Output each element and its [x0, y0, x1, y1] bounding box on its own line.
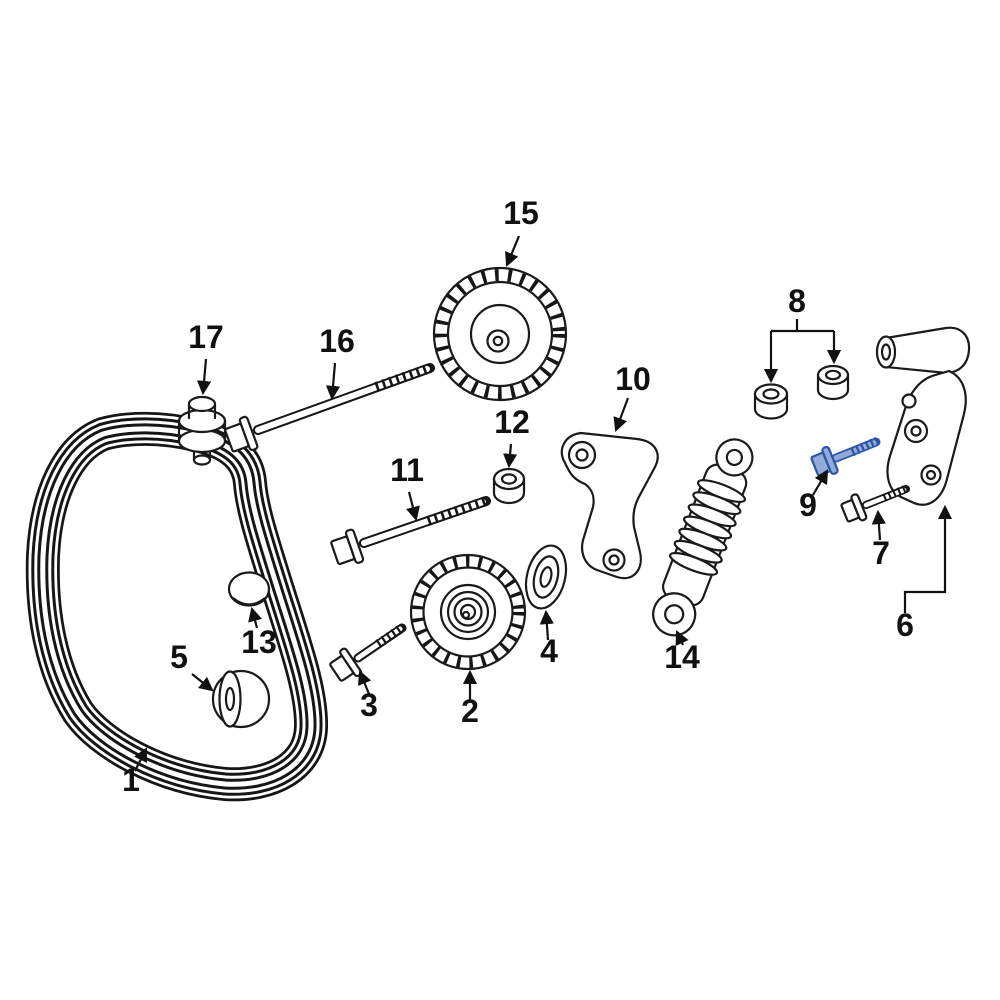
leader-10 — [613, 397, 630, 433]
leader-7 — [871, 509, 886, 541]
part-label-2: 2 — [461, 693, 479, 729]
part-label-3: 3 — [360, 687, 378, 723]
part-label-8: 8 — [788, 283, 806, 319]
leader-3 — [357, 670, 372, 695]
leader-14 — [675, 630, 689, 647]
leader-6 — [903, 504, 953, 613]
leader-4 — [539, 609, 554, 641]
bolt-7 — [840, 484, 910, 523]
tensioner-pulley-2 — [409, 553, 527, 671]
part-label-13: 13 — [241, 624, 277, 660]
leader-9 — [812, 469, 829, 496]
serpentine-belt — [25, 411, 329, 802]
part-label-4: 4 — [540, 633, 558, 669]
nut-8-right — [816, 364, 850, 401]
part-label-7: 7 — [872, 535, 890, 571]
leader-8-stem — [771, 319, 834, 333]
bracket-10 — [560, 431, 659, 580]
bolt-3 — [329, 623, 407, 682]
leader-12 — [502, 443, 518, 469]
bolt-16 — [224, 363, 435, 453]
part-label-1: 1 — [122, 762, 140, 798]
leader-11 — [406, 491, 420, 522]
part-label-15: 15 — [503, 195, 539, 231]
idler-pulley-15 — [432, 266, 568, 402]
highlighted-bolt-9 — [810, 436, 881, 477]
part-label-11: 11 — [390, 452, 424, 488]
bolt-11 — [330, 496, 491, 565]
part-label-14: 14 — [664, 639, 700, 675]
part-label-6: 6 — [896, 607, 914, 643]
leader-17 — [196, 358, 212, 396]
part-label-5: 5 — [170, 639, 188, 675]
part-label-16: 16 — [319, 323, 355, 359]
part-label-10: 10 — [615, 361, 651, 397]
washer-4 — [524, 544, 568, 610]
nut-8-left — [753, 383, 789, 420]
spacer-12 — [492, 467, 526, 505]
pulley-5 — [211, 669, 271, 729]
leader-5 — [191, 673, 214, 692]
pulley-cap-13 — [227, 571, 271, 607]
leader-13 — [248, 606, 263, 629]
bracket-6 — [875, 326, 971, 506]
leader-16 — [325, 362, 341, 401]
part-label-12: 12 — [494, 404, 530, 440]
part-label-9: 9 — [799, 487, 817, 523]
part-label-17: 17 — [188, 319, 224, 355]
belt-tensioner-14 — [652, 438, 754, 637]
leader-1 — [134, 747, 147, 772]
leader-15 — [505, 235, 521, 267]
